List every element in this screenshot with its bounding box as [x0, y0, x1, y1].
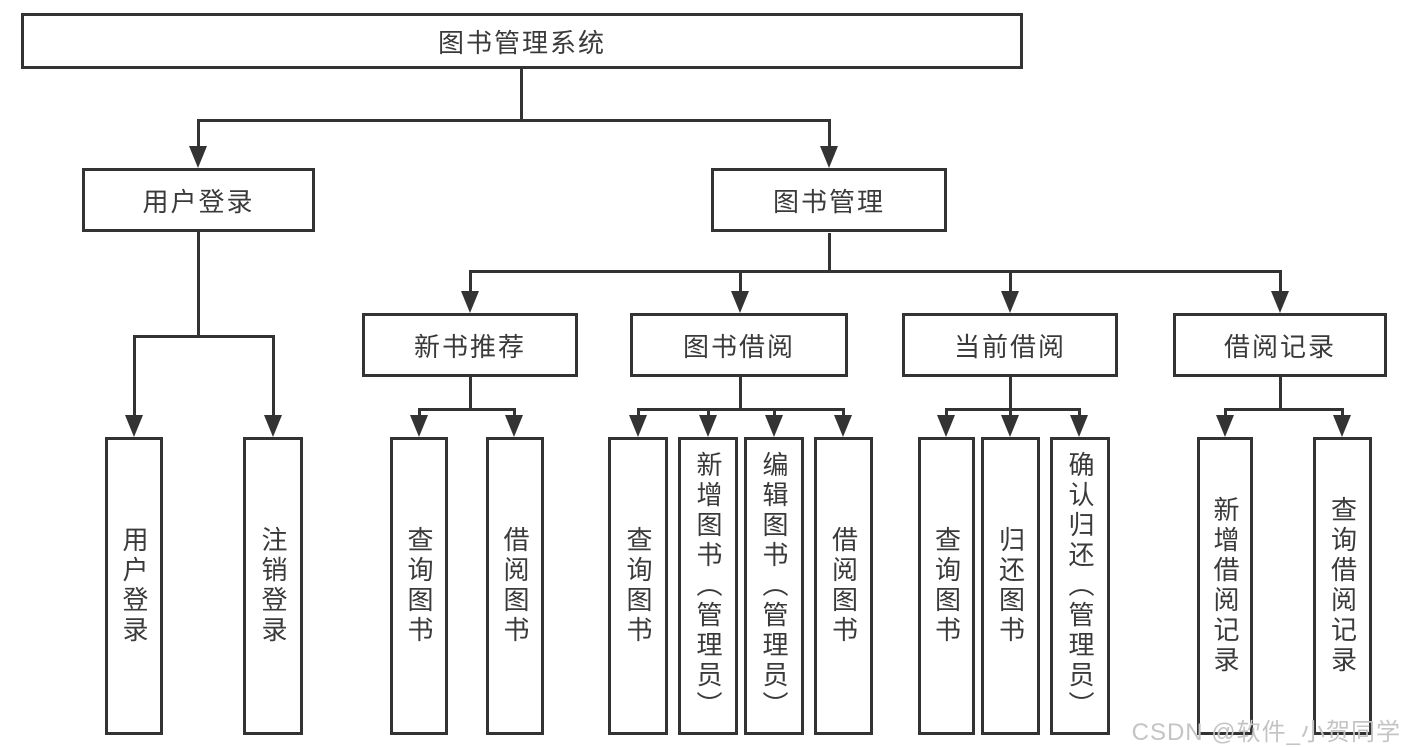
- connector-current-drop-3: [1078, 408, 1081, 415]
- node-book-borrowing-label: 图书借阅: [682, 331, 795, 362]
- leaf-add-books-admin: 新增图书（管理员）: [678, 437, 738, 735]
- connector-records-hline: [1224, 408, 1343, 411]
- leaf-current-query-books: 查询图书: [918, 437, 975, 735]
- connector-bookmgmt-drop-2: [739, 270, 742, 291]
- node-borrowing-records-label: 借阅记录: [1223, 331, 1336, 362]
- connector-current-hline: [945, 408, 1081, 411]
- connector-userlogin-vline: [197, 232, 200, 335]
- connector-userlogin-drop-2: [272, 335, 275, 415]
- node-book-borrowing: 图书借阅: [630, 313, 848, 377]
- node-current-borrowing: 当前借阅: [902, 313, 1118, 377]
- connector-newrec-vline: [469, 377, 472, 408]
- leaf-add-borrow-record-label: 新增借阅记录: [1210, 496, 1240, 676]
- connector-root-drop-right: [828, 119, 831, 146]
- arrow-down-icon: [505, 415, 523, 437]
- connector-records-vline: [1279, 377, 1282, 408]
- leaf-borrow-books-label: 借阅图书: [828, 526, 859, 646]
- leaf-logout: 注销登录: [243, 437, 303, 735]
- connector-bookmgmt-hline: [469, 270, 1282, 273]
- connector-bookmgmt-vline: [828, 233, 831, 270]
- csdn-watermark: CSDN @软件_小贺同学: [1131, 719, 1401, 746]
- leaf-newrec-query-books: 查询图书: [390, 437, 448, 735]
- arrow-down-icon: [731, 291, 749, 313]
- connector-newrec-drop-2: [513, 408, 516, 415]
- leaf-add-borrow-record: 新增借阅记录: [1197, 437, 1253, 735]
- leaf-add-books-admin-label: 新增图书（管理员）: [693, 451, 723, 721]
- connector-borrow-hline: [637, 408, 844, 411]
- leaf-borrow-books: 借阅图书: [814, 437, 873, 735]
- leaf-return-books-label: 归还图书: [995, 526, 1026, 646]
- leaf-user-login-label: 用户登录: [119, 526, 149, 646]
- leaf-query-borrow-record-label: 查询借阅记录: [1327, 496, 1358, 676]
- connector-current-vline: [1009, 377, 1012, 408]
- connector-borrow-drop-1: [637, 408, 640, 415]
- connector-borrow-drop-2: [707, 408, 710, 415]
- node-current-borrowing-label: 当前借阅: [953, 331, 1066, 362]
- connector-current-drop-1: [945, 408, 948, 415]
- node-book-management-label: 图书管理: [772, 186, 885, 217]
- arrow-down-icon: [410, 415, 428, 437]
- leaf-edit-books-admin: 编辑图书（管理员）: [744, 437, 804, 735]
- arrow-down-icon: [1070, 415, 1088, 437]
- arrow-down-icon: [264, 415, 282, 437]
- arrow-down-icon: [699, 415, 717, 437]
- node-root-label: 图书管理系统: [437, 27, 606, 58]
- arrow-down-icon: [1271, 291, 1289, 313]
- connector-newrec-hline: [418, 408, 516, 411]
- node-new-book-recommend: 新书推荐: [362, 313, 578, 377]
- leaf-borrow-query-books: 查询图书: [608, 437, 668, 735]
- leaf-newrec-query-books-label: 查询图书: [404, 526, 434, 646]
- arrow-down-icon: [1001, 415, 1019, 437]
- leaf-edit-books-admin-label: 编辑图书（管理员）: [759, 451, 789, 721]
- arrow-down-icon: [125, 415, 143, 437]
- connector-bookmgmt-drop-1: [469, 270, 472, 291]
- leaf-borrow-query-books-label: 查询图书: [623, 526, 653, 646]
- connector-bookmgmt-drop-4: [1279, 270, 1282, 291]
- connector-userlogin-hline: [133, 335, 275, 338]
- leaf-newrec-borrow-books: 借阅图书: [486, 437, 544, 735]
- arrow-down-icon: [937, 415, 955, 437]
- connector-newrec-drop-1: [418, 408, 421, 415]
- connector-records-drop-1: [1224, 408, 1227, 415]
- node-book-management: 图书管理: [711, 168, 947, 232]
- connector-current-drop-2: [1009, 408, 1012, 415]
- arrow-down-icon: [820, 146, 838, 168]
- arrow-down-icon: [1216, 415, 1234, 437]
- arrow-down-icon: [189, 146, 207, 168]
- connector-root-vline: [520, 69, 523, 119]
- node-borrowing-records: 借阅记录: [1173, 313, 1387, 377]
- arrow-down-icon: [461, 291, 479, 313]
- connector-bookmgmt-drop-3: [1009, 270, 1012, 291]
- arrow-down-icon: [834, 415, 852, 437]
- leaf-current-query-books-label: 查询图书: [931, 526, 962, 646]
- leaf-user-login: 用户登录: [105, 437, 163, 735]
- arrow-down-icon: [1333, 415, 1351, 437]
- node-user-login-label: 用户登录: [142, 186, 255, 217]
- connector-borrow-drop-3: [773, 408, 776, 415]
- arrow-down-icon: [1001, 291, 1019, 313]
- node-user-login: 用户登录: [82, 168, 315, 232]
- leaf-confirm-return-admin: 确认归还（管理员）: [1050, 437, 1110, 735]
- connector-borrow-drop-4: [842, 408, 845, 415]
- leaf-logout-label: 注销登录: [258, 526, 288, 646]
- arrow-down-icon: [765, 415, 783, 437]
- leaf-query-borrow-record: 查询借阅记录: [1313, 437, 1372, 735]
- leaf-confirm-return-admin-label: 确认归还（管理员）: [1065, 451, 1095, 721]
- connector-root-drop-left: [197, 119, 200, 146]
- connector-root-hline: [197, 119, 830, 122]
- leaf-newrec-borrow-books-label: 借阅图书: [500, 526, 530, 646]
- node-root: 图书管理系统: [21, 13, 1023, 69]
- connector-userlogin-drop-1: [133, 335, 136, 415]
- leaf-return-books: 归还图书: [981, 437, 1040, 735]
- connector-records-drop-2: [1341, 408, 1344, 415]
- arrow-down-icon: [629, 415, 647, 437]
- connector-borrow-vline: [739, 377, 742, 408]
- node-new-book-recommend-label: 新书推荐: [413, 331, 526, 362]
